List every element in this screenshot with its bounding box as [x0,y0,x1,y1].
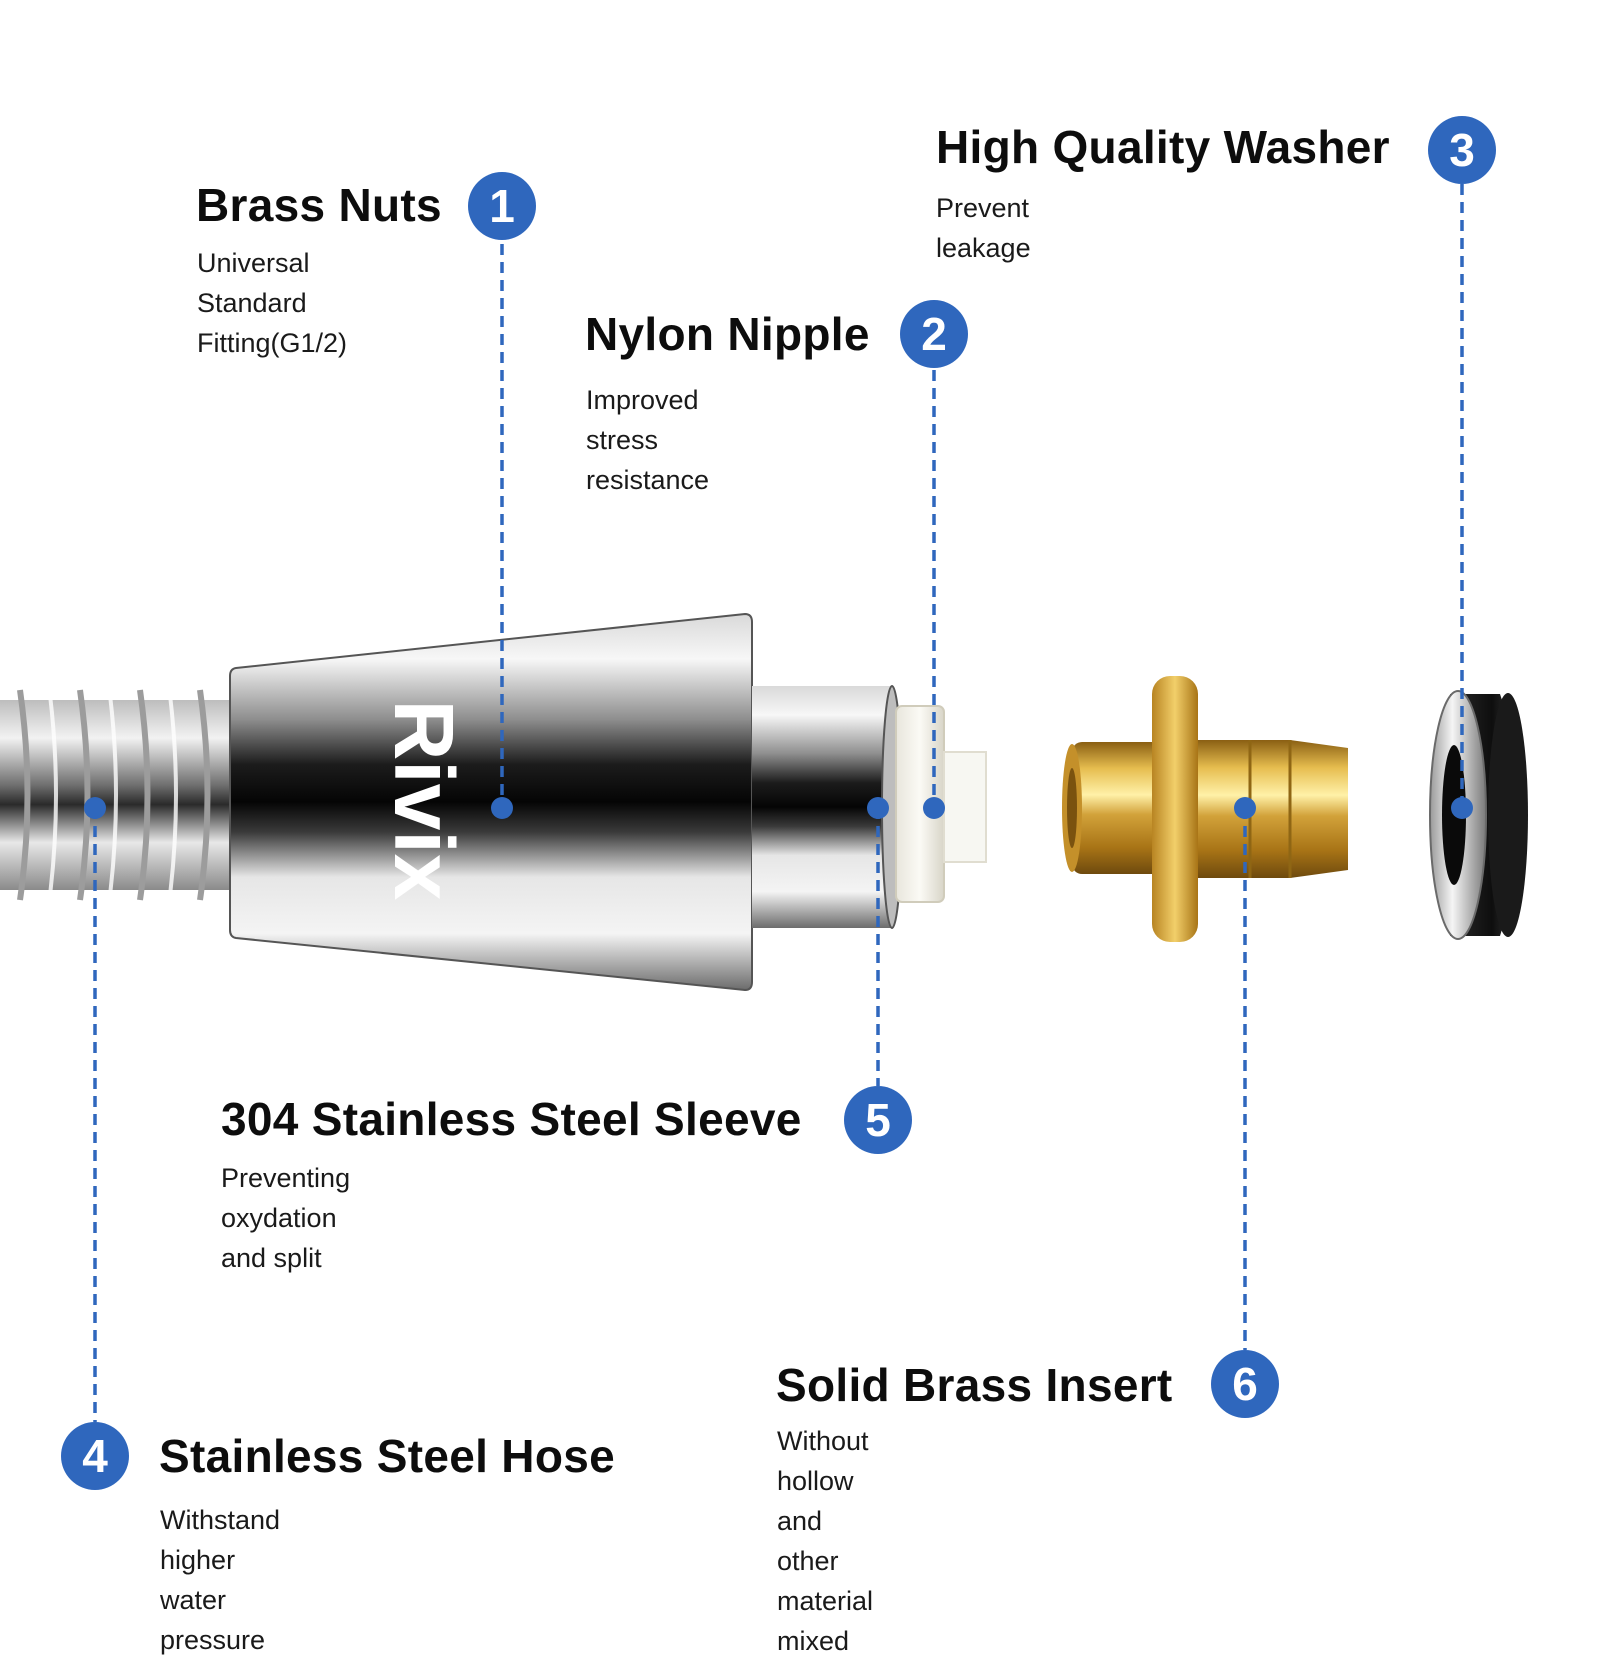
desc-line: Universal Standard [197,248,310,318]
marker-dot-brass-nuts [491,797,513,819]
number-badge-4: 4 [61,1422,129,1490]
desc-line: Prevent leakage [936,193,1031,263]
desc-line: material mixed [777,1586,874,1656]
callout-desc-nylon-nipple: Improved stress resistance [586,380,709,500]
marker-dot-sleeve [867,797,889,819]
desc-line: Fitting(G1/2) [197,328,348,358]
callout-title-sleeve: 304 Stainless Steel Sleeve [221,1093,802,1145]
number-badge-6: 6 [1211,1350,1279,1418]
product-illustration: Rivix [0,184,1528,1422]
callout-desc-washer: Prevent leakage [936,188,1031,268]
brass-nut-part: Rivix [229,612,753,992]
callout-title-hose: Stainless Steel Hose [159,1430,615,1482]
exploded-diagram: Rivix [0,116,1528,1656]
desc-line: Preventing oxydation and split [221,1163,351,1273]
callout-desc-hose: Withstand higher water pressure [160,1500,280,1660]
brand-logo: Rivix [377,700,471,901]
number-badge-5: 5 [844,1086,912,1154]
marker-dot-washer [1451,797,1473,819]
marker-dots [84,797,1473,819]
callout-desc-brass-insert: Without hollow and other material mixed [777,1421,873,1661]
number-badge-1: 1 [468,172,536,240]
callout-title-washer: High Quality Washer [936,121,1390,173]
number-badge-2: 2 [900,300,968,368]
brass-insert-part [1062,676,1348,942]
callout-title-nylon-nipple: Nylon Nipple [585,308,870,360]
marker-dot-nylon-nipple [923,797,945,819]
marker-dot-hose [84,797,106,819]
marker-dot-brass-insert [1234,797,1256,819]
callout-desc-sleeve: Preventing oxydation and split [221,1158,350,1278]
nylon-nipple-part [895,705,987,903]
desc-line: Improved stress [586,385,699,455]
leader-lines [93,184,1464,1422]
callout-desc-brass-nuts: Universal Standard Fitting(G1/2) [197,243,347,363]
hose-part [0,689,245,901]
callout-title-brass-nuts: Brass Nuts [196,179,442,231]
number-badge-3: 3 [1428,116,1496,184]
desc-line: Without hollow and other [777,1426,869,1576]
desc-line: resistance [586,465,710,495]
desc-line: Withstand higher water pressure [160,1505,281,1655]
washer-part [1429,690,1528,940]
callout-title-brass-insert: Solid Brass Insert [776,1359,1173,1411]
